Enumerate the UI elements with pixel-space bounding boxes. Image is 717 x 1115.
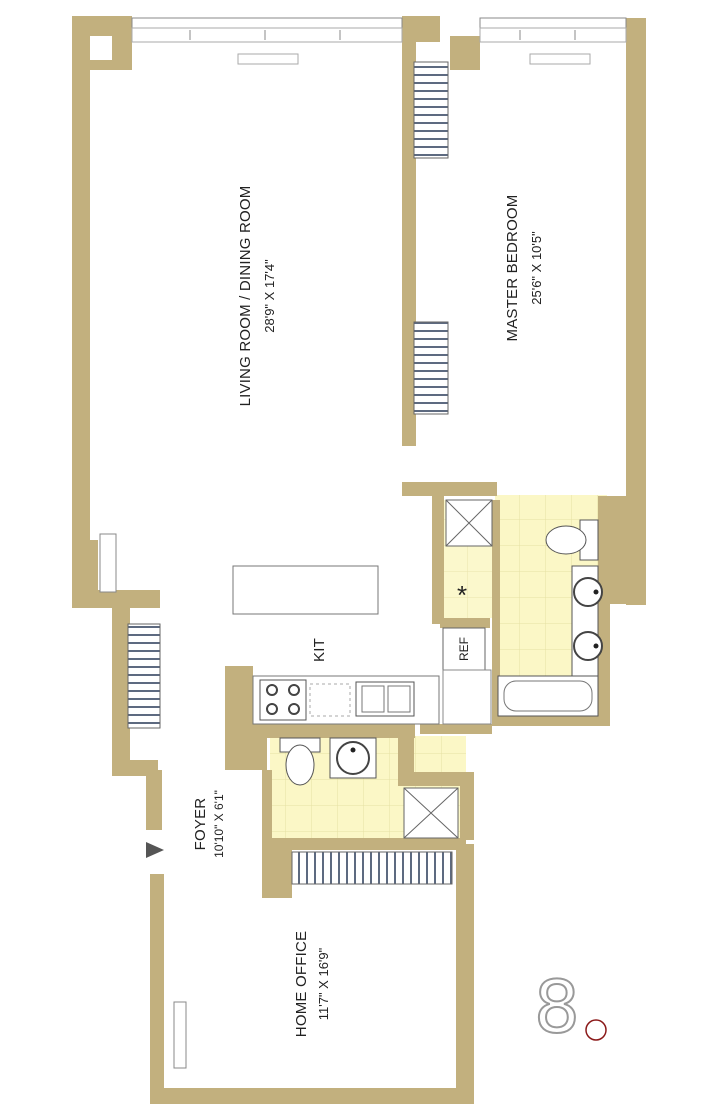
closet-foyer [127, 623, 161, 729]
closet-bedroom-upper [413, 61, 449, 159]
radiator-living [99, 533, 117, 593]
dishwasher-icon [309, 683, 351, 717]
toilet-master-icon [545, 519, 599, 561]
stove-icon [259, 679, 307, 721]
sink-hall-icon [329, 737, 377, 779]
shower-hall-cross [403, 787, 459, 839]
kitchen-counter [252, 675, 440, 725]
pantry-cabinet [442, 669, 492, 725]
sink-master-1-icon [573, 577, 603, 607]
vanity-master [571, 565, 603, 677]
logo-mark: 8 [534, 965, 580, 1049]
kitchen-name: KIT [311, 638, 328, 662]
logo-circle-icon [585, 1019, 607, 1041]
living-room-name: LIVING ROOM / DINING ROOM [237, 186, 254, 407]
kitchen-island [232, 565, 379, 615]
foyer-dims: 10'10" X 6'1" [212, 790, 226, 858]
refrigerator [442, 627, 486, 671]
asterisk-mark: * [457, 580, 467, 610]
toilet-hall-icon [279, 737, 321, 786]
master-bedroom-name: MASTER BEDROOM [504, 195, 521, 342]
living-room-dims: 28'9" X 17'4" [262, 259, 277, 333]
walls [72, 16, 646, 1104]
radiator-office [173, 1001, 187, 1069]
home-office-dims: 11'7" X 16'9" [316, 947, 331, 1020]
bathtub-icon [497, 675, 599, 717]
home-office-name: HOME OFFICE [293, 931, 310, 1037]
sink-icon [355, 681, 415, 717]
window-top-bedroom [479, 17, 627, 65]
sink-master-2-icon [573, 631, 603, 661]
foyer-name: FOYER [192, 798, 209, 851]
refrigerator-label: REF [457, 637, 471, 661]
closet-office [291, 851, 453, 885]
window-top-living [131, 17, 403, 65]
closet-bedroom-lower [413, 321, 449, 415]
entry-arrow-icon [146, 842, 164, 858]
master-bedroom-dims: 25'6" X 10'5" [529, 231, 544, 305]
shower-master-cross [445, 499, 493, 547]
